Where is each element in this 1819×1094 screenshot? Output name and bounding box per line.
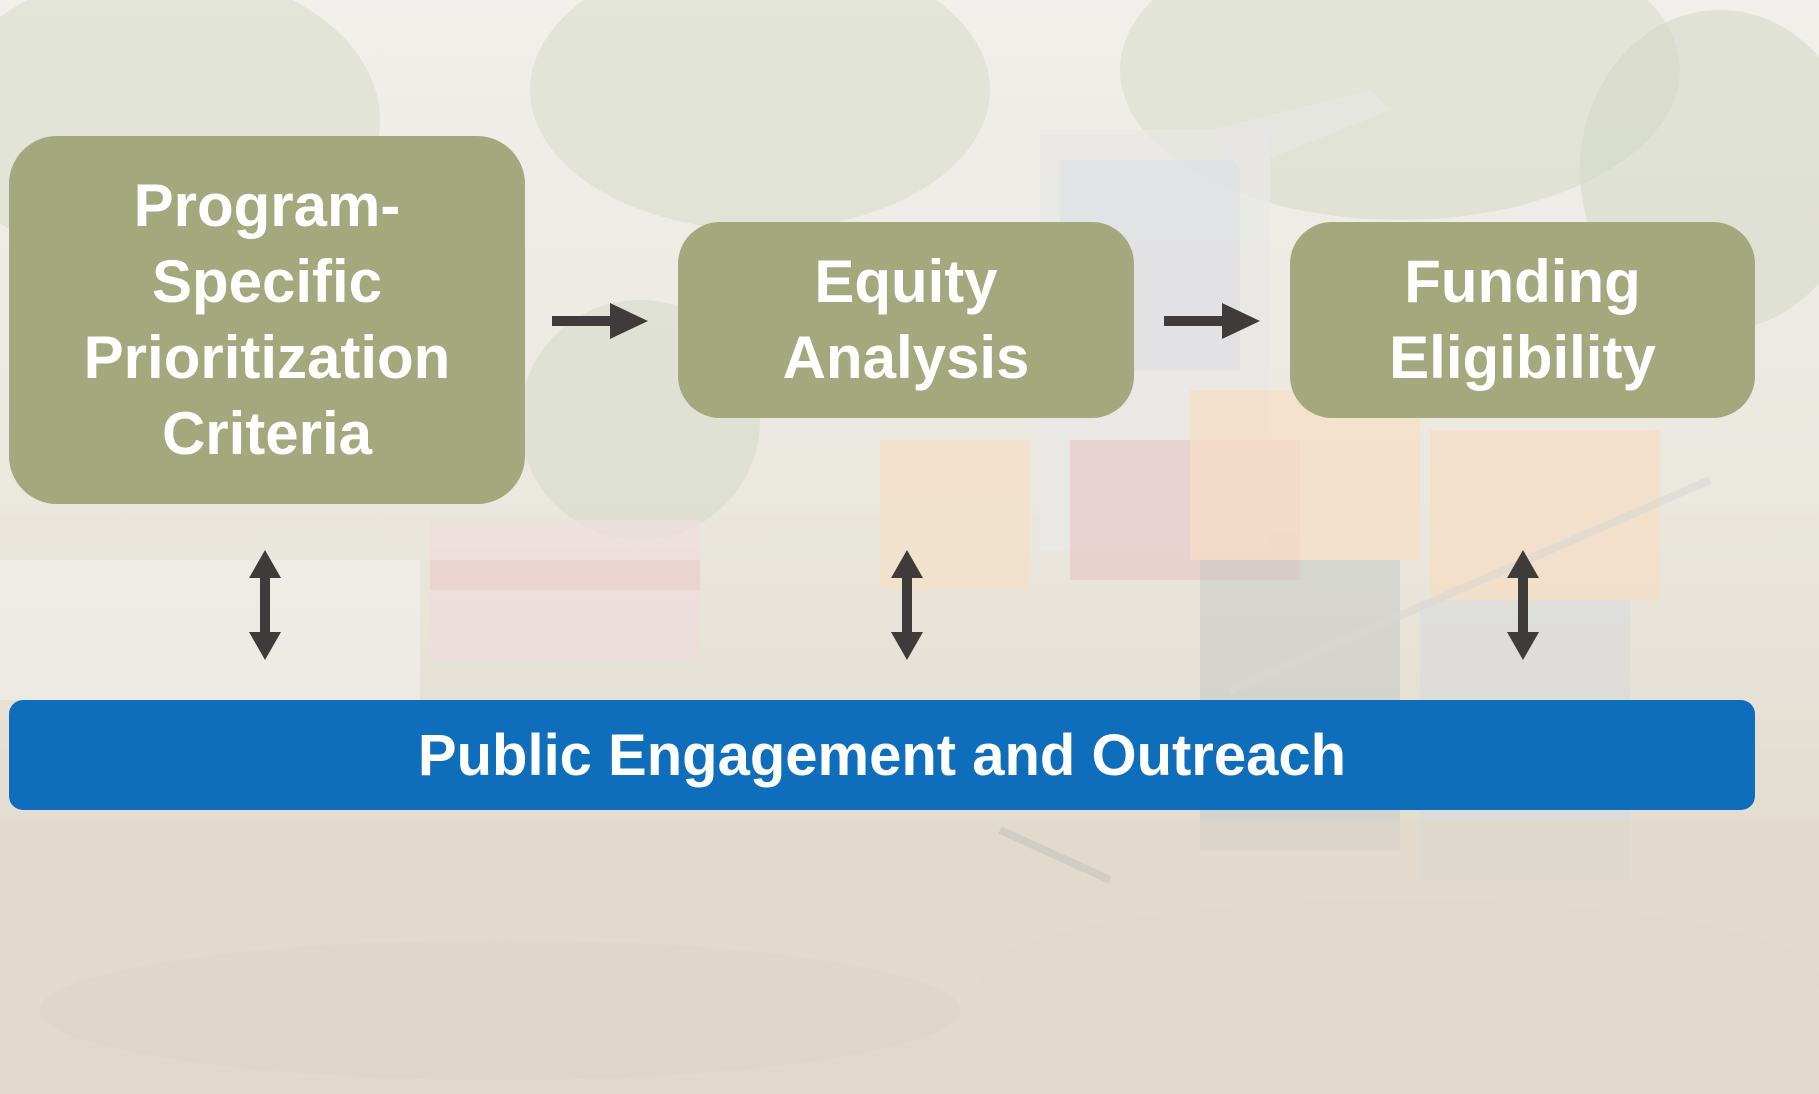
step-label-equity-analysis: Equity Analysis (783, 244, 1030, 396)
step-3-line-2: Eligibility (1389, 324, 1656, 391)
public-engagement-label: Public Engagement and Outreach (417, 722, 1347, 788)
right-arrow-icon-2 (1164, 303, 1260, 339)
step-1-line-1: Program- (133, 172, 401, 239)
bidirectional-arrow-icon-1 (249, 550, 281, 660)
step-label-funding-eligibility: Funding Eligibility (1389, 244, 1656, 396)
step-box-prioritization-criteria: Program- Specific Prioritization Criteri… (9, 136, 525, 504)
step-label-prioritization-criteria: Program- Specific Prioritization Criteri… (84, 168, 451, 472)
step-box-equity-analysis: Equity Analysis (678, 222, 1134, 418)
right-arrow-icon-1 (552, 303, 648, 339)
bidirectional-arrow-icon-2 (891, 550, 923, 660)
step-1-line-4: Criteria (161, 400, 373, 467)
bidirectional-arrow-icon-3 (1507, 550, 1539, 660)
step-2-line-2: Analysis (782, 324, 1030, 391)
public-engagement-band: Public Engagement and Outreach (9, 700, 1755, 810)
step-1-line-3: Prioritization (83, 324, 451, 391)
step-2-line-1: Equity (814, 248, 998, 315)
step-box-funding-eligibility: Funding Eligibility (1290, 222, 1755, 418)
step-3-line-1: Funding (1404, 248, 1641, 315)
step-1-line-2: Specific (151, 248, 383, 315)
